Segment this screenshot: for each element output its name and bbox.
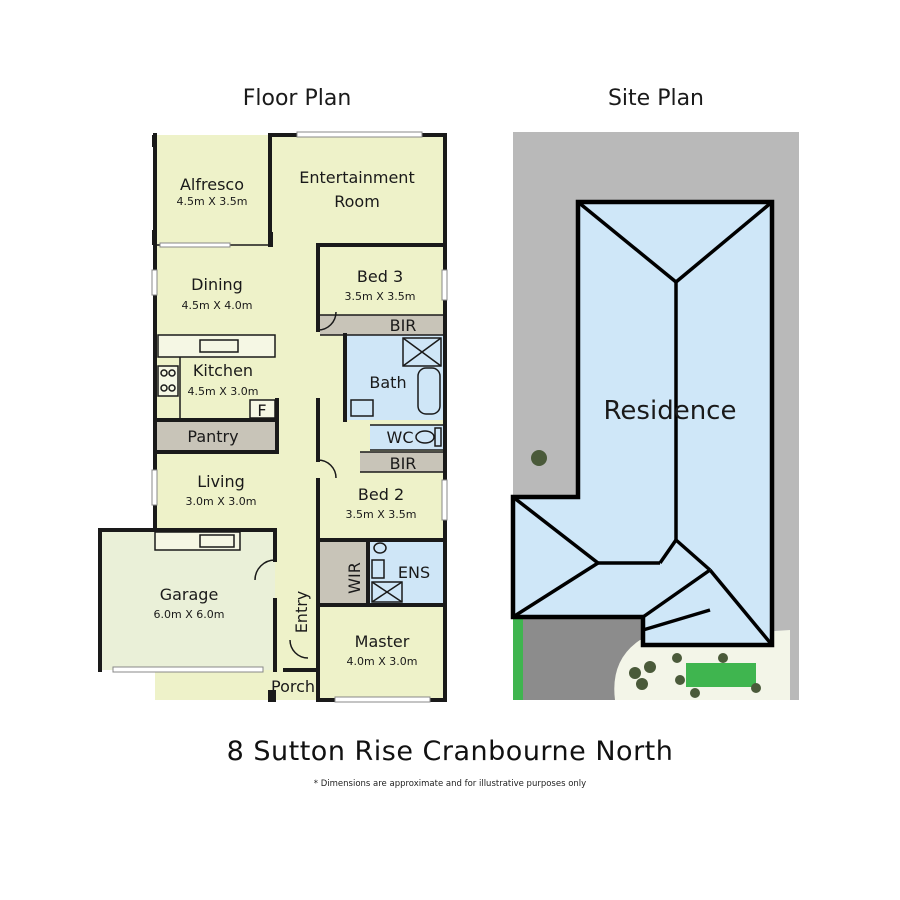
floor-plan-title: Floor Plan	[242, 86, 352, 111]
room-dims-bed2: 3.5m X 3.5m	[346, 508, 417, 521]
room-label-entertainment: Entertainment	[299, 168, 414, 187]
room-label-wir: WIR	[345, 562, 364, 594]
bir-top-fill	[320, 315, 444, 335]
room-label-garage: Garage	[160, 585, 219, 604]
room-label-bed2: Bed 2	[358, 485, 404, 504]
room-label-bir-top: BIR	[390, 316, 417, 335]
room-dims-garage: 6.0m X 6.0m	[154, 608, 225, 621]
room-label-kitchen: Kitchen	[193, 361, 253, 380]
disclaimer-note: * Dimensions are approximate and for ill…	[313, 779, 587, 789]
site-plan: Residence	[510, 132, 799, 700]
grass-strip	[513, 618, 523, 700]
site-plan-title: Site Plan	[607, 86, 705, 111]
bath-fill	[345, 335, 444, 420]
room-label-pantry: Pantry	[187, 427, 238, 446]
room-label-fridge: F	[257, 401, 266, 420]
room-dims-kitchen: 4.5m X 3.0m	[188, 385, 259, 398]
room-label-wc: WC	[387, 428, 414, 447]
room-label-ens: ENS	[398, 563, 430, 582]
pantry-fill	[155, 420, 277, 452]
room-label-alfresco: Alfresco	[180, 175, 244, 194]
room-dims-dining: 4.5m X 4.0m	[182, 299, 253, 312]
ensuite-fill	[368, 540, 444, 605]
room-label-master: Master	[355, 632, 410, 651]
garage-floor	[100, 530, 275, 670]
wc-fill	[370, 425, 444, 450]
room-label-porch: Porch	[271, 677, 315, 696]
bir-bottom-fill	[360, 452, 444, 472]
room-label-bath: Bath	[369, 373, 406, 392]
room-label-entry: Entry	[292, 591, 311, 634]
room-label-entertainment-room: Room	[334, 192, 380, 211]
room-dims-master: 4.0m X 3.0m	[347, 655, 418, 668]
property-address: 8 Sutton Rise Cranbourne North	[226, 736, 674, 767]
room-label-living: Living	[197, 472, 245, 491]
floor-plan: Alfresco 4.5m X 3.5m Entertainment Room …	[98, 131, 448, 703]
room-dims-living: 3.0m X 3.0m	[186, 495, 257, 508]
residence-label: Residence	[604, 396, 737, 426]
room-dims-alfresco: 4.5m X 3.5m	[177, 195, 248, 208]
room-label-dining: Dining	[191, 275, 243, 294]
wir-fill	[320, 540, 368, 605]
room-label-bir-bottom: BIR	[390, 454, 417, 473]
room-dims-bed3: 3.5m X 3.5m	[345, 290, 416, 303]
room-label-bed3: Bed 3	[357, 267, 403, 286]
garden-bed	[686, 663, 756, 687]
